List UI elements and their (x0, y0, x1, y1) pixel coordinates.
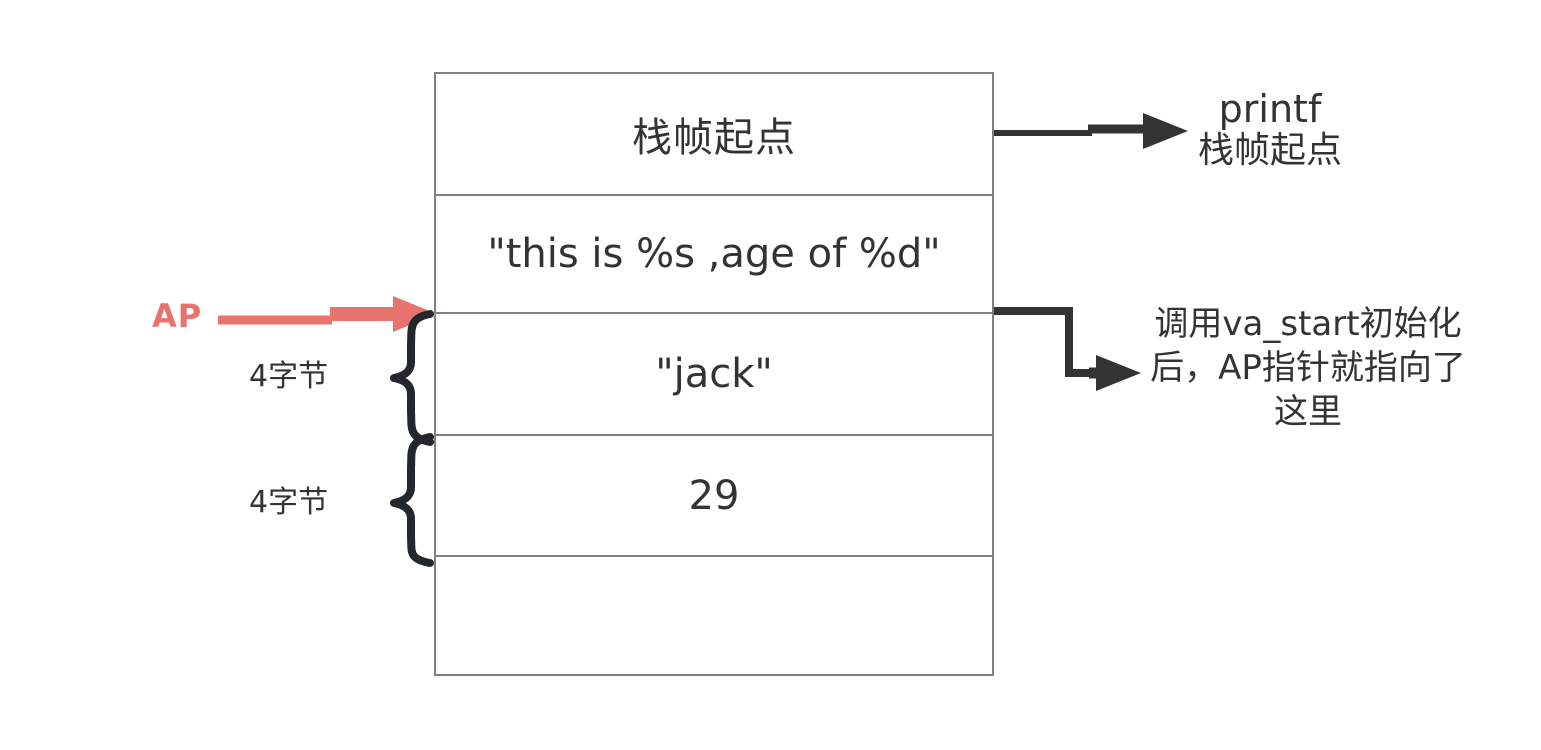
cell-arg-age: 29 (688, 472, 740, 519)
brace-age-icon (390, 433, 434, 567)
annotation-printf-line2: 栈帧起点 (1197, 129, 1342, 171)
va-start-connector-arrow-icon (994, 307, 1141, 391)
table-row: "jack" (436, 314, 992, 436)
cell-format-string: "this is %s ,age of %d" (487, 231, 941, 277)
ap-pointer-label: AP (152, 297, 203, 335)
ap-arrow-icon (218, 296, 437, 332)
size-label-age: 4字节 (249, 485, 329, 520)
table-row: 栈帧起点 (436, 74, 992, 196)
cell-arg-name: "jack" (655, 351, 773, 397)
cell-frame-start: 栈帧起点 (632, 115, 796, 161)
table-row: 29 (436, 436, 992, 557)
annotation-printf: printf 栈帧起点 (1150, 88, 1390, 171)
annotation-va-start: 调用va_start初始化后，AP指针就指向了这里 (1150, 304, 1466, 433)
brace-jack-icon (390, 310, 434, 446)
size-label-jack: 4字节 (249, 359, 329, 394)
table-row: "this is %s ,age of %d" (436, 196, 992, 314)
annotation-printf-line1: printf (1218, 87, 1322, 131)
table-row (436, 557, 992, 678)
stack-frame-table: 栈帧起点 "this is %s ,age of %d" "jack" 29 (434, 72, 994, 676)
